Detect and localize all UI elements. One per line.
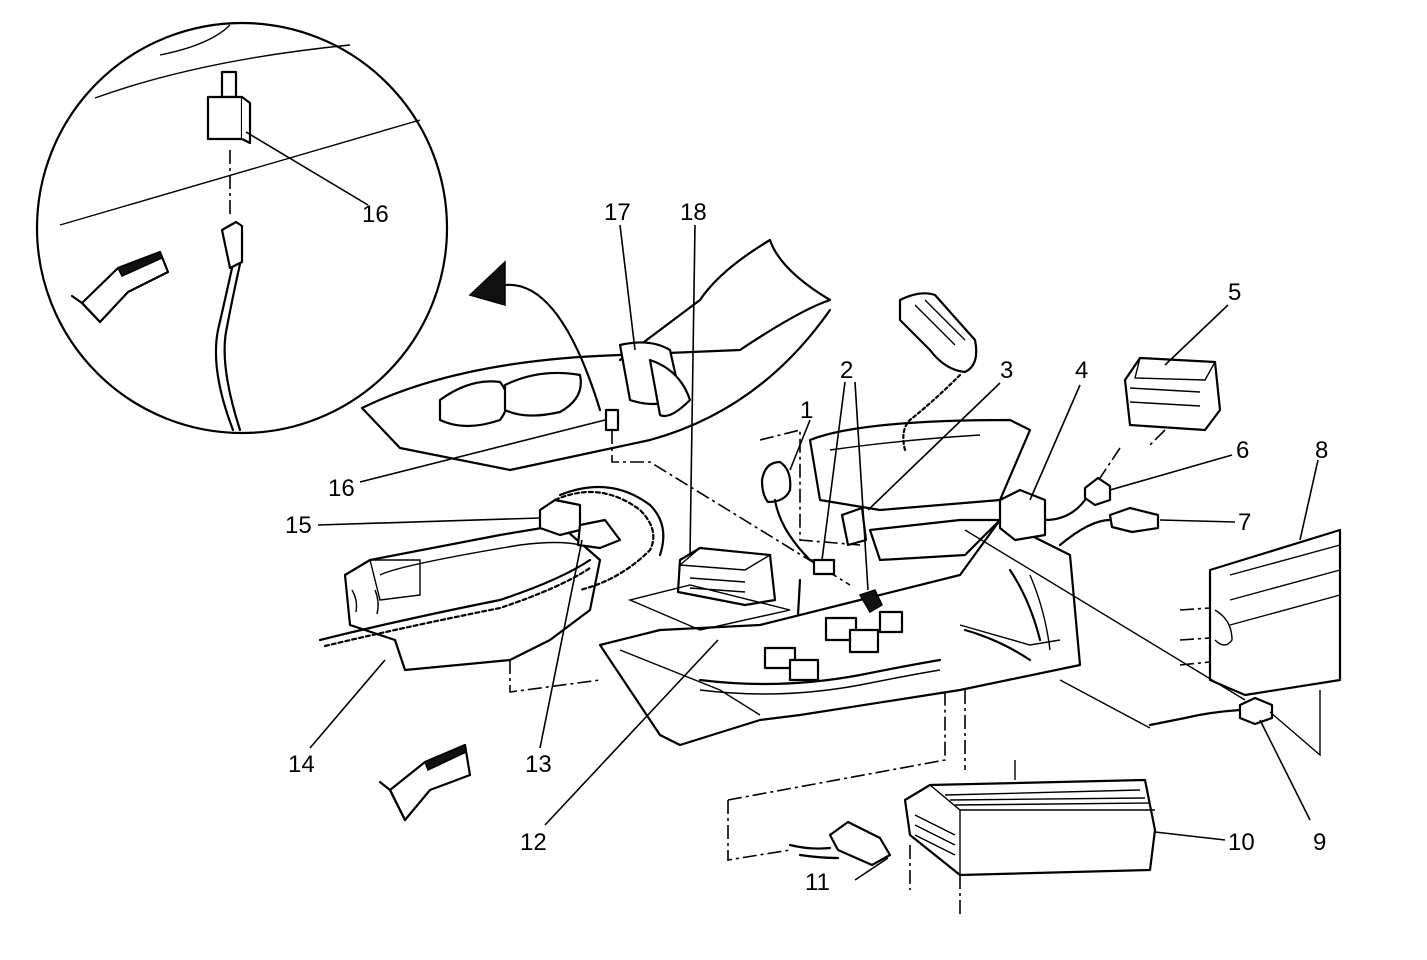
- callout-6: 6: [1236, 437, 1249, 464]
- callout-9: 9: [1313, 829, 1326, 856]
- callout-16-main: 16: [328, 475, 355, 502]
- callout-8: 8: [1315, 437, 1328, 464]
- duct-14: [318, 523, 602, 693]
- floor-console: [598, 418, 1082, 747]
- callout-3: 3: [1000, 357, 1013, 384]
- connector-6: [1083, 447, 1121, 507]
- harness-15: [538, 485, 665, 592]
- callouts: 1 2 3 4 5 6 7 8 9 10 11 12 13 14 15 16 1…: [285, 199, 1328, 896]
- callout-18: 18: [680, 199, 707, 226]
- panel-8: [1179, 528, 1342, 697]
- forward-direction-arrow: [378, 743, 472, 822]
- callout-16-detail: 16: [362, 201, 389, 228]
- callout-4: 4: [1075, 357, 1088, 384]
- leader-lines: [309, 224, 1319, 881]
- connectors-2: [812, 558, 883, 614]
- bracket-4: [998, 488, 1087, 542]
- callout-17: 17: [604, 199, 631, 226]
- callout-1: 1: [800, 397, 813, 424]
- callout-13: 13: [525, 751, 552, 778]
- callout-7: 7: [1238, 509, 1251, 536]
- detail-view-arrow: [70, 250, 170, 324]
- module-1: [760, 460, 832, 617]
- callout-2: 2: [840, 357, 853, 384]
- detail-connector-16: [206, 70, 252, 432]
- callout-10: 10: [1228, 829, 1255, 856]
- handset: [898, 292, 978, 452]
- callout-14: 14: [288, 751, 315, 778]
- module-18: [627, 546, 791, 631]
- callout-5: 5: [1228, 279, 1241, 306]
- callout-15: 15: [285, 512, 312, 539]
- amplifier-10: [903, 690, 1157, 915]
- overhead-console: [360, 238, 851, 586]
- callout-12: 12: [520, 829, 547, 856]
- connector-7: [1058, 506, 1160, 547]
- bracket-3: [840, 506, 868, 547]
- module-5: [1123, 356, 1222, 446]
- connector-9: [964, 529, 1321, 757]
- detail-pointer-arrow: [468, 260, 602, 412]
- detail-inset: [35, 21, 449, 435]
- harness-11: [727, 690, 946, 867]
- callout-11: 11: [805, 869, 830, 896]
